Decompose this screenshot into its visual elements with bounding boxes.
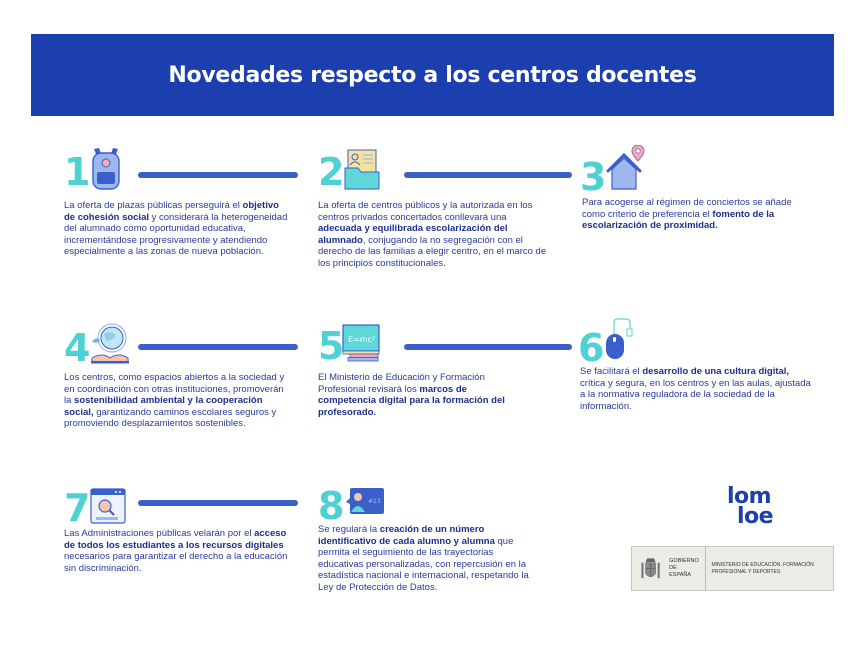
backpack-icon xyxy=(92,148,120,190)
logo-line-1: lom xyxy=(727,484,772,509)
body-text: necesarios para garantizar el derecho a … xyxy=(64,551,288,574)
user-id-icon: #23 xyxy=(346,488,384,514)
highlight-text: sostenibilidad ambiental y la cooperació… xyxy=(64,395,263,418)
item-text: Se regulará la creación de un número ide… xyxy=(318,524,538,594)
svg-text:#23: #23 xyxy=(368,498,381,505)
item-text: Los centros, como espacios abiertos a la… xyxy=(64,372,289,430)
highlight-text: fomento de la escolarización de proximid… xyxy=(582,208,775,232)
body-text: La oferta de plazas públicas perseguirá … xyxy=(64,200,243,211)
item-number: 7 xyxy=(64,486,91,530)
body-text: Para acogerse al régimen de conciertos s… xyxy=(582,197,792,220)
divider-line xyxy=(404,172,572,178)
house-location-icon xyxy=(606,145,645,190)
svg-text:E=mc²: E=mc² xyxy=(348,335,375,344)
body-text: y considerará la heterogeneidad del alum… xyxy=(64,211,288,258)
item-number: 8 xyxy=(318,484,345,528)
lomloe-logo: lom loe xyxy=(727,484,774,529)
browser-search-icon xyxy=(90,488,126,524)
highlight-text: creación de un número identificativo de … xyxy=(318,524,495,547)
computer-books-icon: E=mc² xyxy=(342,324,380,362)
body-text: El Ministerio de Educación y Formación P… xyxy=(318,372,485,395)
item-text: El Ministerio de Educación y Formación P… xyxy=(318,372,508,418)
mouse-icon xyxy=(606,318,633,359)
highlight-text: adecuada y equilibrada escolarización de… xyxy=(318,223,508,246)
body-text: Se regulará la xyxy=(318,524,380,535)
item-text: La oferta de centros públicos y la autor… xyxy=(318,200,548,270)
body-text: garantizando caminos escolares seguros y… xyxy=(64,406,277,430)
item-number: 6 xyxy=(578,326,605,370)
item-text: Se facilitará el desarrollo de una cultu… xyxy=(580,366,815,412)
body-text: , conjugando la no segregación con el de… xyxy=(318,234,547,269)
government-logo: Gobierno de España Ministerio de Educaci… xyxy=(631,546,834,591)
body-text: Los centros, como espacios abiertos a la… xyxy=(64,372,285,407)
divider xyxy=(704,546,706,591)
body-text: Las Administraciones públicas velarán po… xyxy=(64,528,255,539)
item-number: 1 xyxy=(64,150,91,194)
item-number: 3 xyxy=(580,155,607,199)
highlight-text: objetivo de cohesión social xyxy=(64,200,279,223)
divider-line xyxy=(138,500,298,506)
highlight-text: marcos de competencia digital para la fo… xyxy=(318,383,505,418)
page-title: Novedades respecto a los centros docente… xyxy=(168,62,697,88)
ministerio-label: Ministerio de Educación, Formación Profe… xyxy=(711,562,814,575)
body-text: que permita el seguimiento de las trayec… xyxy=(318,535,529,593)
header-banner: Novedades respecto a los centros docente… xyxy=(31,34,834,116)
item-text: Las Administraciones públicas velarán po… xyxy=(64,528,299,574)
gobierno-label: Gobierno de España xyxy=(669,558,699,578)
highlight-text: acceso de todos los estudiantes a los re… xyxy=(64,528,287,551)
body-text: Se facilitará el xyxy=(580,366,643,377)
body-text: La oferta de centros públicos y la autor… xyxy=(318,200,533,223)
divider-line xyxy=(138,344,298,350)
item-text: Para acogerse al régimen de conciertos s… xyxy=(582,197,807,232)
item-number: 4 xyxy=(64,326,91,370)
divider-line xyxy=(404,344,572,350)
student-folder-icon xyxy=(344,149,380,190)
item-number: 2 xyxy=(318,150,345,194)
item-number: 5 xyxy=(318,324,345,368)
globe-book-icon xyxy=(91,323,129,364)
body-text: crítica y segura, en los centros y en la… xyxy=(580,377,811,412)
coat-of-arms-icon xyxy=(641,557,660,578)
highlight-text: desarrollo de una cultura digital, xyxy=(642,366,790,377)
divider-line xyxy=(138,172,298,178)
logo-line-2: loe xyxy=(737,504,774,529)
item-text: La oferta de plazas públicas perseguirá … xyxy=(64,200,289,258)
